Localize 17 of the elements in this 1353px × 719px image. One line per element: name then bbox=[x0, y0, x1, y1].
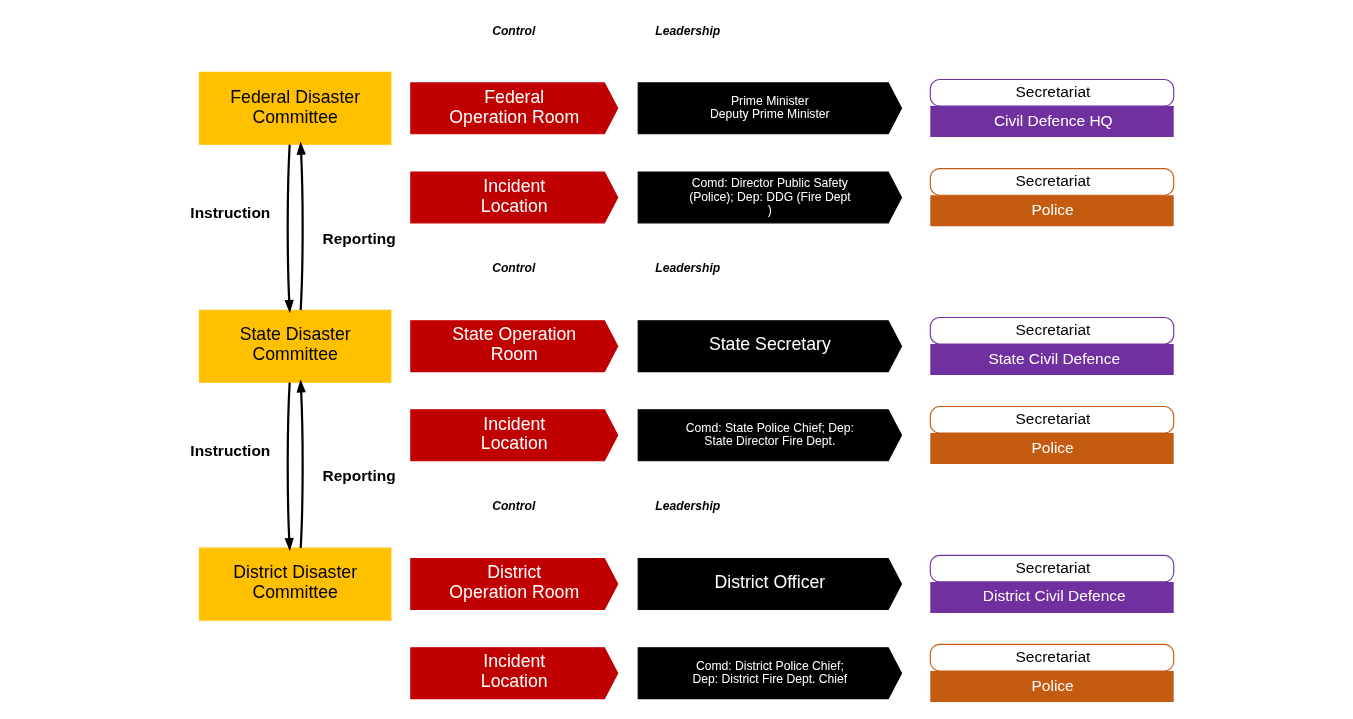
edge-label: Reporting bbox=[322, 467, 396, 485]
node-box: State Disaster Committee bbox=[198, 309, 392, 383]
label: Leadership bbox=[655, 261, 721, 276]
label: Control bbox=[492, 261, 536, 276]
arrow bbox=[296, 379, 306, 548]
node-box: District Disaster Committee bbox=[198, 547, 392, 621]
edge-label: Reporting bbox=[322, 229, 396, 247]
label: Control bbox=[492, 499, 536, 514]
arrow bbox=[296, 141, 306, 311]
edge-label: Instruction bbox=[190, 442, 271, 460]
edge-label: Instruction bbox=[190, 204, 271, 222]
label: Leadership bbox=[655, 499, 721, 514]
label: Leadership bbox=[655, 23, 721, 38]
arrow bbox=[284, 144, 294, 314]
node-box: Federal Disaster Committee bbox=[198, 71, 392, 145]
label: Control bbox=[492, 23, 536, 38]
arrow bbox=[284, 382, 294, 552]
